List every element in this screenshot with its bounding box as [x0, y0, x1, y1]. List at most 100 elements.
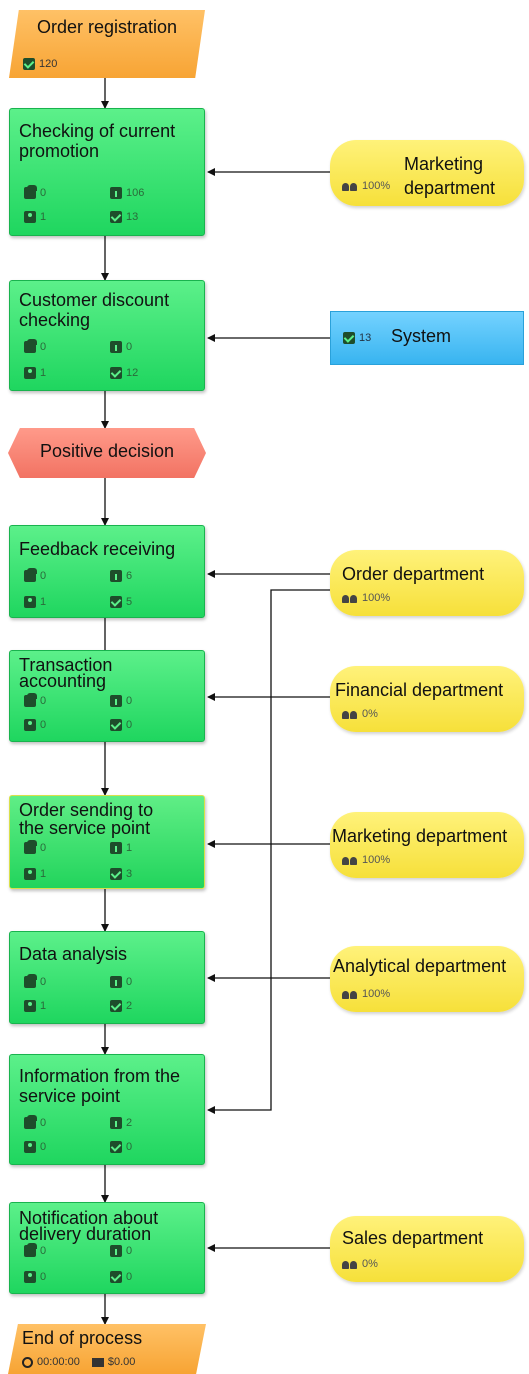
- bag-icon: [24, 1243, 37, 1257]
- check-icon: [23, 58, 35, 70]
- process-step-checking-promotion[interactable]: Checking of current promotion 0 106 1 13: [9, 108, 205, 236]
- bag-icon: [24, 568, 37, 582]
- stat-value: 0: [126, 1141, 133, 1153]
- people-icon: [342, 593, 358, 603]
- resource-marketing-department-1[interactable]: Marketing department 100%: [330, 140, 524, 206]
- stat-bag: 0: [24, 974, 46, 988]
- stat-value: 0: [126, 1271, 133, 1283]
- start-count-value: 120: [39, 58, 58, 70]
- process-step-information-service-point[interactable]: Information from the service point 0 2 0…: [9, 1054, 205, 1165]
- stat-value: 0: [40, 719, 47, 731]
- resource-system[interactable]: 13 System: [330, 311, 524, 365]
- process-step-customer-discount[interactable]: Customer discount checking 0 0 1 12: [9, 280, 205, 391]
- step-title: Information from the service point: [19, 1066, 181, 1106]
- check-icon: [110, 1271, 122, 1283]
- stat-user: 0: [24, 719, 46, 731]
- user-icon: [24, 367, 36, 379]
- decision-gateway[interactable]: Positive decision: [8, 428, 206, 478]
- check-icon: [110, 1141, 122, 1153]
- stat-value: 1: [40, 596, 47, 608]
- check-icon: [110, 596, 122, 608]
- stat-value: 2: [126, 1000, 133, 1012]
- end-cost-value: $0.00: [107, 1356, 136, 1368]
- process-step-transaction-accounting[interactable]: Transaction accounting 0 0 0 0: [9, 650, 205, 742]
- bag-icon: [24, 185, 37, 199]
- resource-title: Sales department: [342, 1228, 484, 1248]
- info-icon: [110, 570, 122, 582]
- stat-user: 1: [24, 367, 46, 379]
- stat-value: 0: [126, 719, 133, 731]
- process-step-data-analysis[interactable]: Data analysis 0 0 1 2: [9, 931, 205, 1024]
- stat-bag: 0: [24, 1243, 47, 1257]
- end-event-title: End of process: [22, 1328, 143, 1348]
- start-event[interactable]: Order registration 120: [9, 10, 205, 78]
- resource-pct: 100%: [362, 180, 391, 192]
- stat-value: 0: [40, 187, 47, 199]
- resource-utilization: 100%: [342, 180, 390, 192]
- stat-value: 1: [40, 367, 47, 379]
- user-icon: [24, 719, 36, 731]
- user-icon: [24, 868, 36, 880]
- stat-bag: 0: [24, 339, 46, 353]
- bag-icon: [24, 1115, 37, 1129]
- resource-utilization: 100%: [342, 988, 390, 1000]
- stat-info: 0: [110, 976, 132, 988]
- stat-value: 1: [40, 1000, 47, 1012]
- stat-value: 12: [126, 367, 139, 379]
- step-title: Data analysis: [19, 944, 128, 964]
- stat-user: 0: [24, 1271, 46, 1283]
- bag-icon: [24, 339, 37, 353]
- stat-info: 0: [110, 695, 132, 707]
- check-icon: [343, 332, 355, 344]
- resource-utilization: 0%: [342, 708, 378, 720]
- process-step-order-sending[interactable]: Order sending to the service point 0 1 1…: [9, 795, 205, 889]
- stat-value: 3: [126, 868, 133, 880]
- stat-check: 3: [110, 868, 132, 880]
- end-event[interactable]: End of process 00:00:00 $0.00: [8, 1324, 206, 1374]
- stat-value: 0: [40, 842, 47, 854]
- resource-analytical-department[interactable]: Analytical department 100%: [330, 946, 524, 1012]
- step-title: Notification about delivery duration: [19, 1208, 159, 1244]
- resource-pct: 0%: [362, 708, 378, 720]
- step-title: Feedback receiving: [19, 539, 176, 559]
- end-time-value: 00:00:00: [37, 1356, 80, 1368]
- stat-value: 1: [40, 868, 47, 880]
- stat-user: 1: [24, 596, 46, 608]
- stat-check: 0: [110, 719, 132, 731]
- stat-info: 1: [110, 842, 132, 854]
- resource-title: Analytical department: [333, 956, 507, 976]
- stat-value: 0: [40, 1245, 47, 1257]
- stat-bag: 0: [24, 840, 47, 854]
- user-icon: [24, 1141, 36, 1153]
- stat-value: 13: [126, 211, 139, 223]
- stat-check: 2: [110, 1000, 132, 1012]
- info-icon: [110, 341, 122, 353]
- stat-value: 6: [126, 570, 133, 582]
- stat-value: 0: [40, 1117, 47, 1129]
- stat-value: 0: [126, 341, 133, 353]
- step-title: Order sending to the service point: [19, 800, 154, 838]
- info-icon: [110, 187, 122, 199]
- stat-info: 0: [110, 1245, 132, 1257]
- people-icon: [342, 709, 358, 719]
- resource-order-department[interactable]: Order department 100%: [330, 550, 524, 616]
- info-icon: [110, 976, 122, 988]
- stat-check: 13: [110, 211, 138, 223]
- resource-title: System: [391, 326, 452, 346]
- process-step-notification-delivery[interactable]: Notification about delivery duration 0 0…: [9, 1202, 205, 1294]
- info-icon: [110, 842, 122, 854]
- stat-info: 0: [110, 341, 132, 353]
- resource-financial-department[interactable]: Financial department 0%: [330, 666, 524, 732]
- check-icon: [110, 719, 122, 731]
- resource-title: Marketing department: [404, 154, 496, 198]
- stat-value: 0: [40, 1141, 47, 1153]
- resource-sales-department[interactable]: Sales department 0%: [330, 1216, 524, 1282]
- people-icon: [342, 181, 358, 191]
- stat-bag: 0: [24, 693, 46, 707]
- people-icon: [342, 989, 358, 999]
- resource-marketing-department-2[interactable]: Marketing department 100%: [330, 812, 524, 878]
- stat-value: 0: [40, 1271, 47, 1283]
- process-step-feedback-receiving[interactable]: Feedback receiving 0 6 1 5: [9, 525, 205, 618]
- stat-info: 6: [110, 570, 132, 582]
- bag-icon: [24, 840, 37, 854]
